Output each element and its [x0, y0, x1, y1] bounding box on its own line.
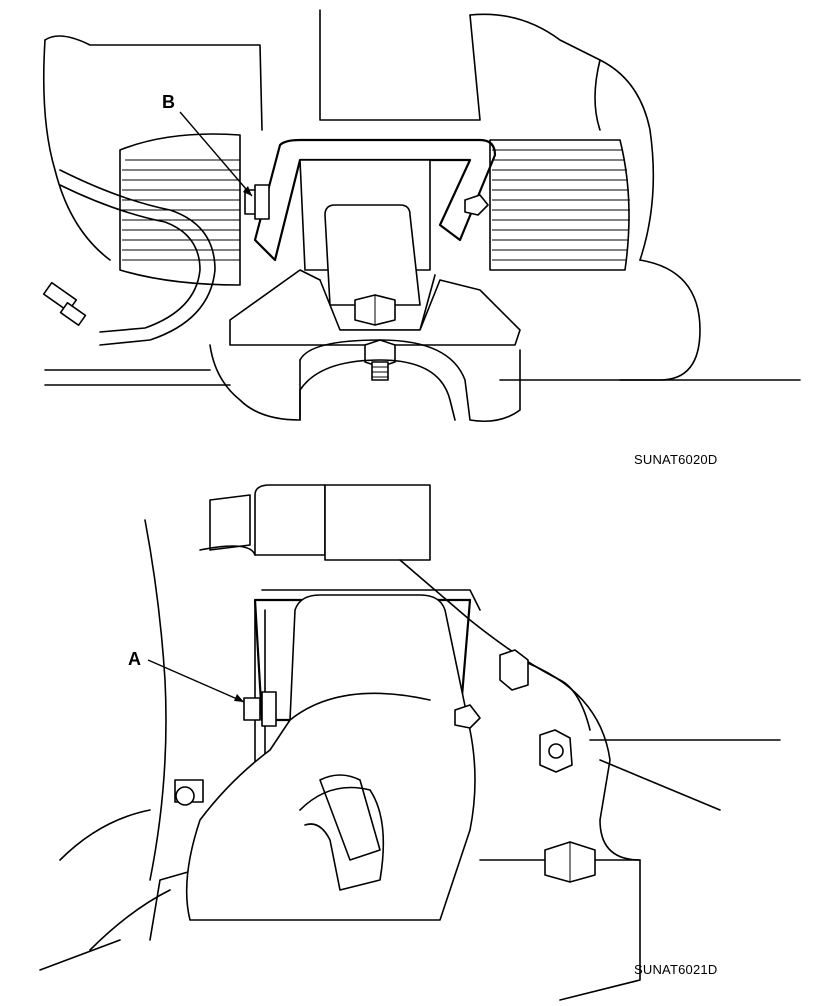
callout-a-leader: [147, 659, 245, 703]
bolt-b-icon: [244, 184, 270, 220]
mount-arm: [185, 594, 476, 921]
figure-caption-bottom: SUNAT6021D: [634, 962, 718, 977]
callout-b-arrowhead: [243, 186, 252, 196]
bolt-left-lower-icon: [174, 779, 204, 806]
hatch-area-left: [119, 133, 241, 286]
callout-b-leader: [179, 111, 253, 197]
mount-bracket: [253, 138, 497, 262]
mount-illustration-bottom: A: [39, 484, 781, 1001]
nut-center-icon: [354, 294, 396, 326]
bolt-angled-icon: [454, 704, 481, 729]
callout-a-arrowhead: [234, 694, 244, 702]
bolt-a-icon: [243, 691, 277, 727]
figure-top-mount-bracket: B SUNAT6020D: [0, 0, 816, 470]
bolt-right-upper-icon: [499, 649, 529, 691]
figure-bottom-mount-bracket: A SUNAT6021D: [0, 480, 816, 1006]
mount-illustration-top: B: [42, 9, 801, 423]
callout-b-label: B: [162, 92, 175, 112]
bolt-right-middle-icon: [539, 729, 573, 773]
bolt-right-lower-icon: [544, 841, 596, 883]
hatch-area-right: [489, 139, 630, 271]
mount-body: [229, 159, 521, 346]
hose-left: [42, 169, 216, 346]
figure-caption-top: SUNAT6020D: [634, 452, 718, 467]
callout-a-label: A: [128, 649, 141, 669]
bolt-right-icon: [464, 194, 489, 216]
